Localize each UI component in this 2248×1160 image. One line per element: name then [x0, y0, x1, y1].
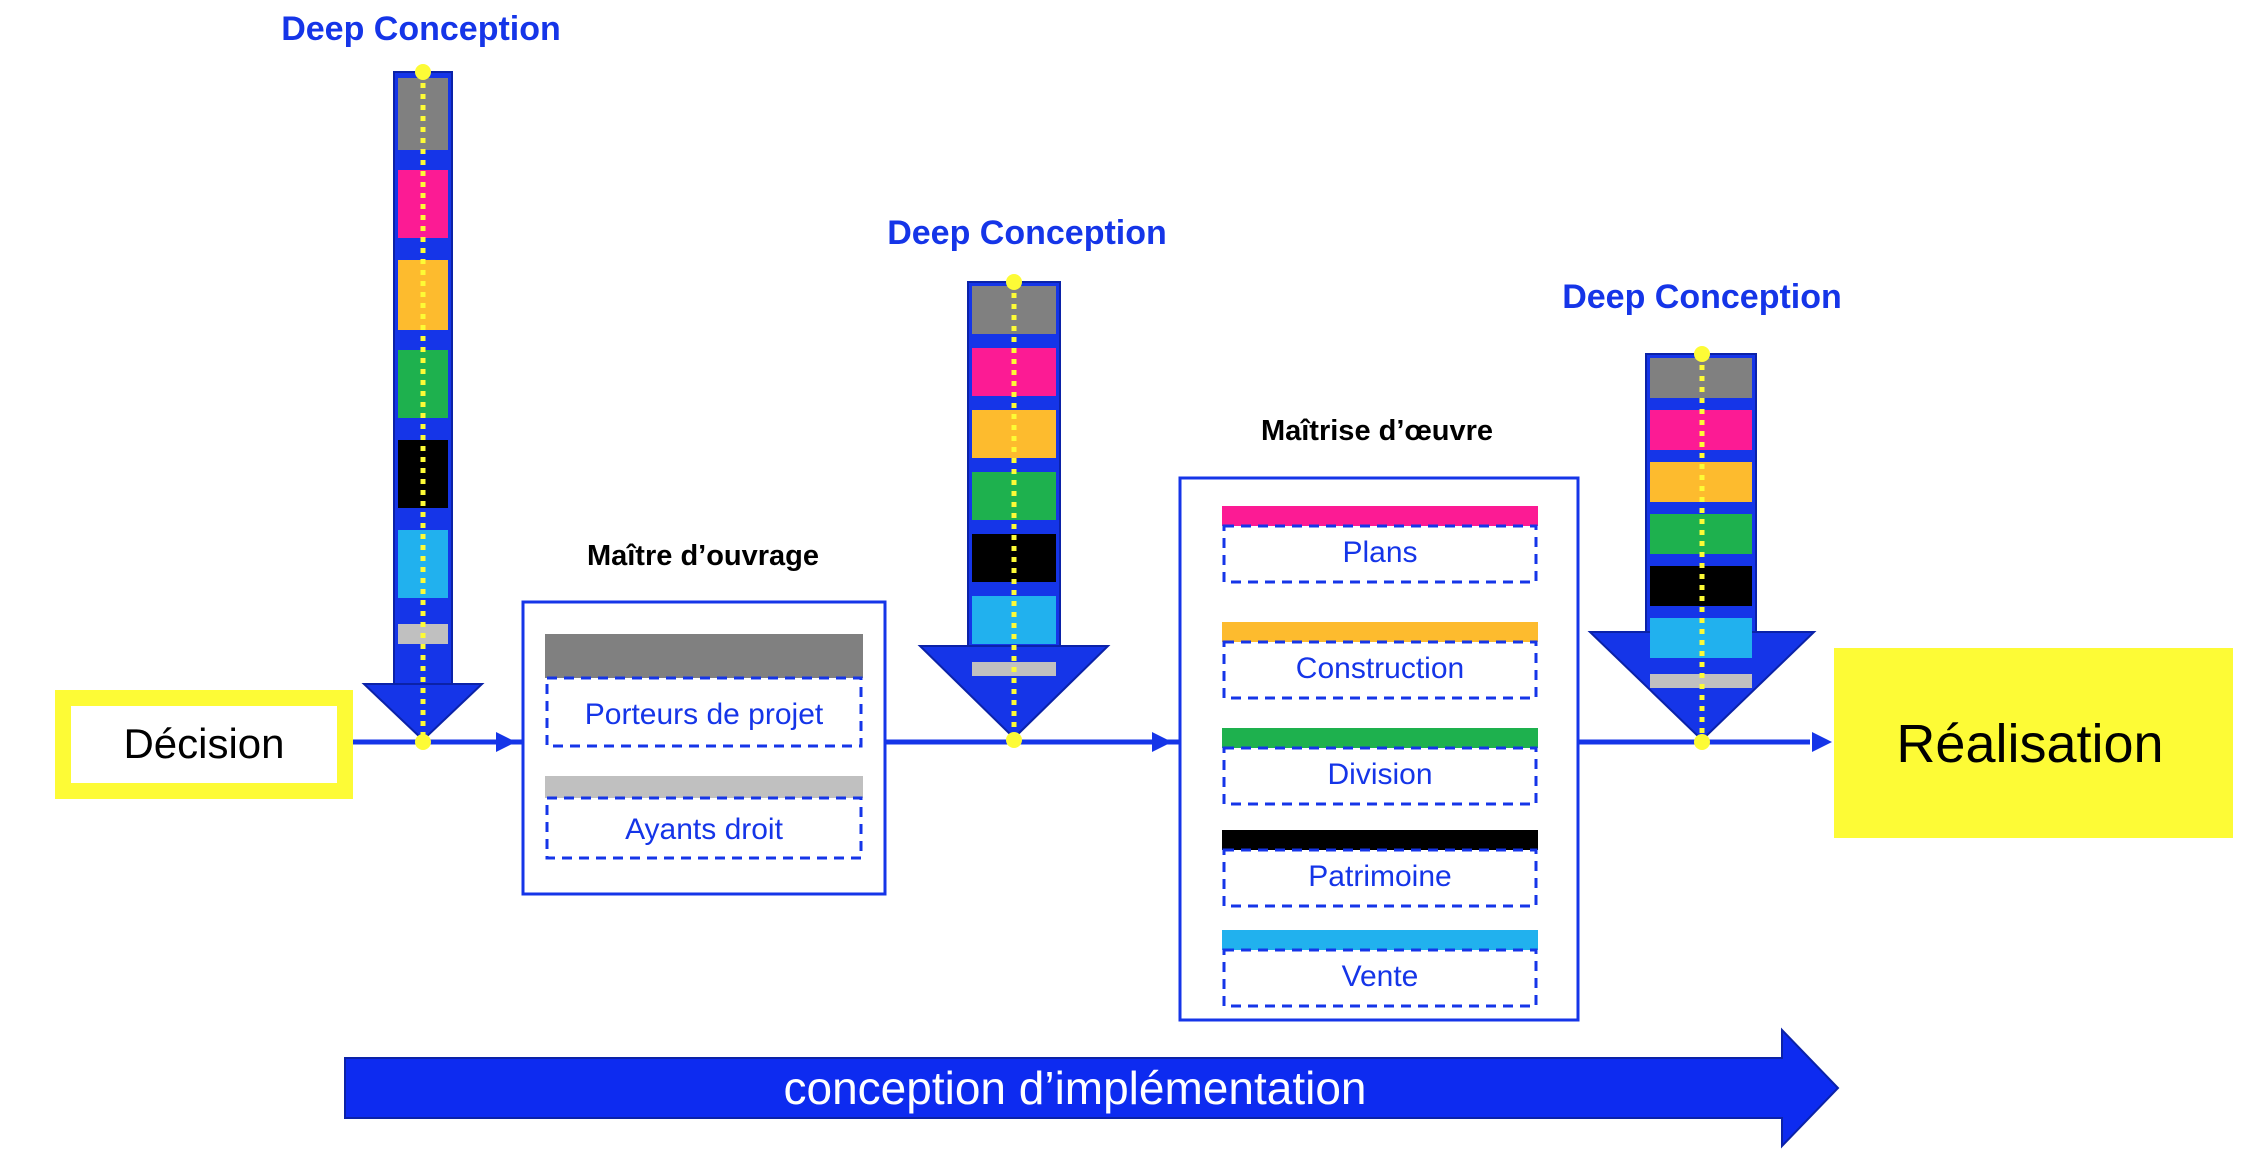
- item-label-ayants: Ayants droit: [625, 813, 784, 846]
- item-label-vente: Vente: [1342, 960, 1419, 993]
- arrow-shaft-2: [967, 281, 1061, 647]
- item-label-plans: Plans: [1342, 536, 1417, 569]
- timeline-arrowhead-1: [496, 732, 516, 752]
- item-label-patrimoine: Patrimoine: [1308, 860, 1451, 893]
- item-bar-ayants: [545, 776, 863, 798]
- maitrise-oeuvre-panel: Maîtrise d’œuvre Plans Construction Divi…: [1178, 415, 1580, 1022]
- item-box-vente: [1222, 948, 1538, 1008]
- maitrise-oeuvre-title: Maîtrise d’œuvre: [1261, 415, 1493, 447]
- item-box-ayants: [545, 796, 863, 860]
- item-label-porteurs: Porteurs de projet: [585, 698, 824, 731]
- item-box-construction: [1222, 640, 1538, 700]
- decision-label: Décision: [123, 720, 284, 767]
- deep-conception-arrow-1: Deep Conception: [281, 10, 561, 750]
- banner-arrow-shape: [344, 1027, 1840, 1149]
- deep-conception-arrow-3: Deep Conception: [1562, 278, 1842, 750]
- dot-bottom-2: [1006, 732, 1022, 748]
- item-bar-division: [1222, 728, 1538, 748]
- band-cyan: [398, 530, 448, 598]
- banner-label: conception d’implémentation: [783, 1062, 1366, 1114]
- deep-conception-label-1: Deep Conception: [281, 10, 561, 48]
- deep-conception-label-3: Deep Conception: [1562, 278, 1842, 316]
- dot-bottom-1: [415, 734, 431, 750]
- decision-box: [55, 690, 353, 799]
- item-bar-porteurs: [545, 634, 863, 678]
- item-box-patrimoine: [1222, 848, 1538, 908]
- item-box-porteurs: [545, 676, 863, 748]
- item-bar-construction: [1222, 622, 1538, 642]
- item-box-plans: [1222, 524, 1538, 584]
- dot-top-1: [415, 64, 431, 80]
- item-label-division: Division: [1327, 758, 1432, 791]
- deep-conception-arrow-2: Deep Conception: [887, 214, 1167, 748]
- item-bar-vente: [1222, 930, 1538, 950]
- item-bar-patrimoine: [1222, 830, 1538, 850]
- realisation-box: [1834, 648, 2233, 838]
- maitre-ouvrage-panel: Maître d’ouvrage Porteurs de projet Ayan…: [521, 540, 887, 896]
- dot-bottom-3: [1694, 734, 1710, 750]
- dot-top-2: [1006, 274, 1022, 290]
- item-label-construction: Construction: [1296, 652, 1464, 685]
- implementation-banner: conception d’implémentation: [344, 1027, 1840, 1149]
- timeline-arrowhead-3: [1812, 732, 1832, 752]
- band-black: [398, 440, 448, 508]
- timeline-arrowhead-2: [1152, 732, 1172, 752]
- realisation-label: Réalisation: [1896, 714, 2163, 774]
- band-lightgray: [1650, 674, 1752, 688]
- item-bar-plans: [1222, 506, 1538, 526]
- deep-conception-label-2: Deep Conception: [887, 214, 1167, 252]
- maitre-ouvrage-title: Maître d’ouvrage: [587, 540, 819, 572]
- item-box-division: [1222, 746, 1538, 806]
- dot-top-3: [1694, 346, 1710, 362]
